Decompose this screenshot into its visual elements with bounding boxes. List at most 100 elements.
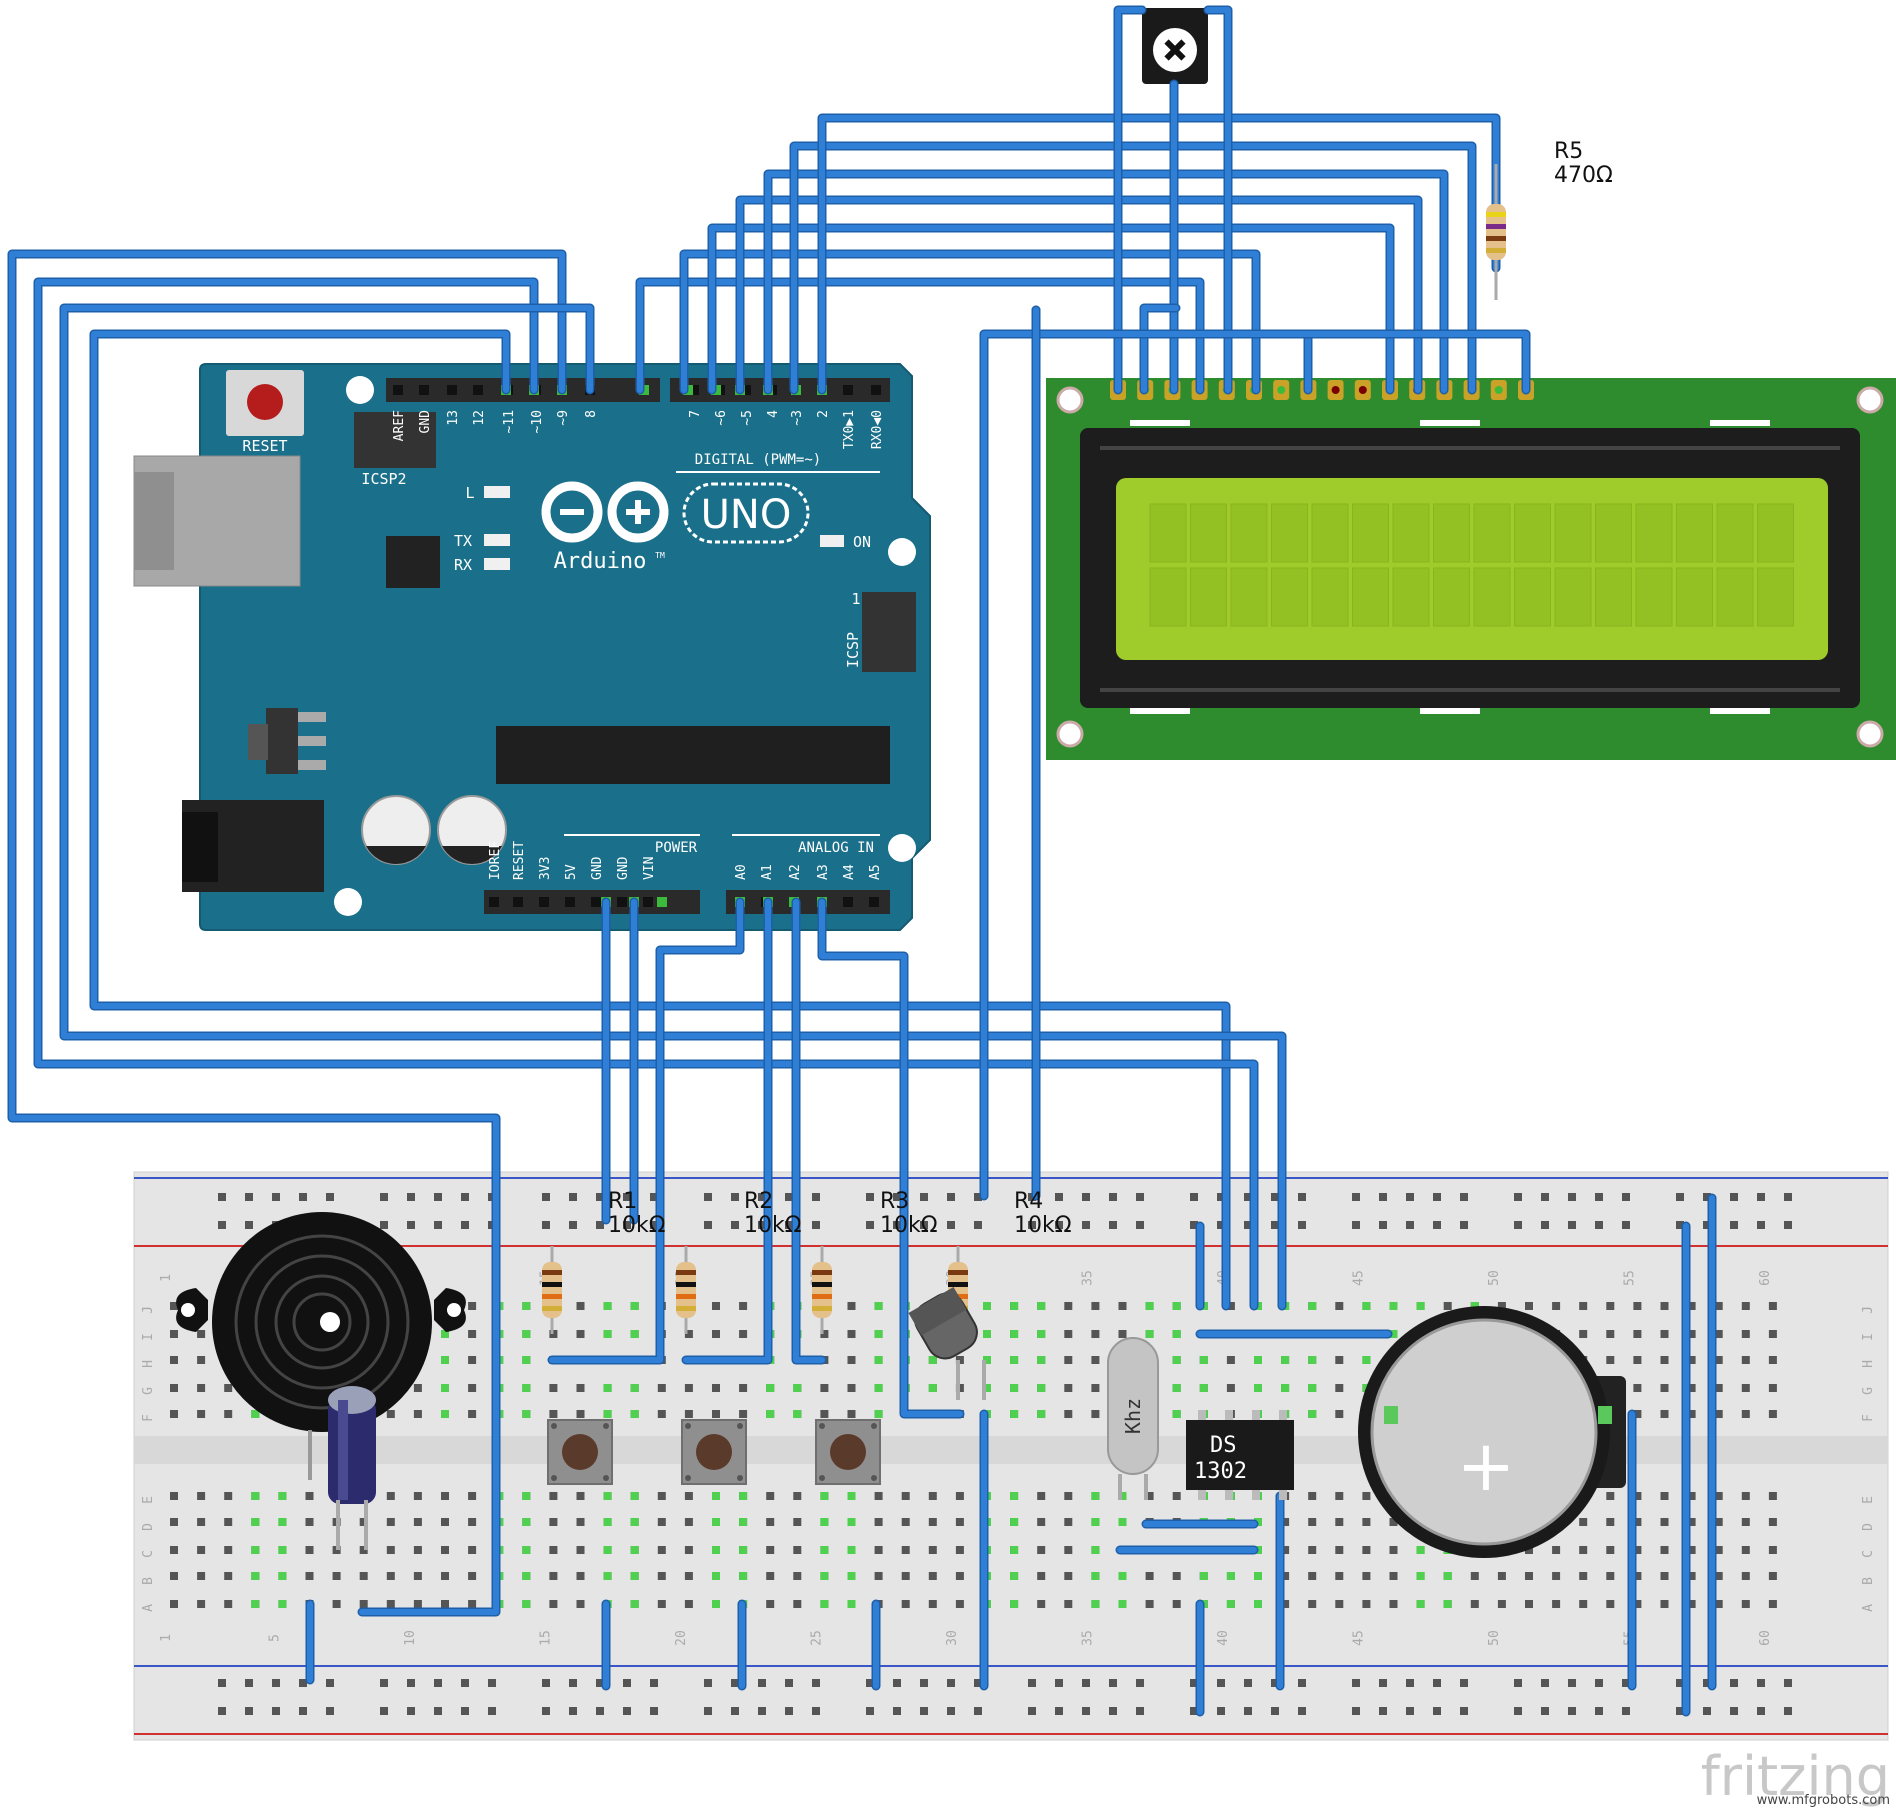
lcd-character-cells [1149, 503, 1794, 627]
lcd-cell [1757, 503, 1794, 563]
lcd-cell [1473, 567, 1511, 627]
hole [549, 1410, 558, 1418]
header-pin [539, 897, 549, 907]
hole [1633, 1410, 1642, 1418]
hole [1687, 1518, 1696, 1526]
hole [1606, 1330, 1615, 1338]
resistor-band [1486, 212, 1506, 217]
push-button-pin [685, 1475, 691, 1481]
hole-connected [630, 1410, 639, 1418]
fritzing-watermark: fritzing [1701, 1745, 1890, 1808]
rail-hole [947, 1193, 955, 1201]
hole-connected [847, 1546, 856, 1554]
hole-connected [603, 1302, 612, 1310]
hole [1660, 1302, 1669, 1310]
header-pin [843, 385, 853, 395]
rail-hole [704, 1707, 712, 1715]
hole [197, 1600, 206, 1608]
rail-hole [1703, 1707, 1711, 1715]
push-button-pin [819, 1475, 825, 1481]
row-letter: J [1861, 1306, 1876, 1314]
hole [1091, 1410, 1100, 1418]
column-number-bottom: 5 [267, 1634, 282, 1642]
mounting-hole [888, 834, 916, 862]
rail-hole [1055, 1707, 1063, 1715]
rail-hole [731, 1679, 739, 1687]
hole-connected [630, 1546, 639, 1554]
hole [793, 1492, 802, 1500]
column-number-top: 50 [1487, 1270, 1502, 1286]
rail-hole [866, 1707, 874, 1715]
hole [901, 1492, 910, 1500]
rail-hole [758, 1221, 766, 1229]
rail-hole [704, 1193, 712, 1201]
power-pin-label: IOREF [488, 841, 503, 880]
hole [1768, 1330, 1777, 1338]
hole [928, 1572, 937, 1580]
hole-connected [1118, 1572, 1127, 1580]
rail-hole [434, 1193, 442, 1201]
rail-hole [1271, 1707, 1279, 1715]
hole [197, 1492, 206, 1500]
digital-pin-label: RX0◀0 [870, 410, 885, 449]
rail-hole [1460, 1707, 1468, 1715]
hole-connected [1091, 1518, 1100, 1526]
rail-hole [1082, 1193, 1090, 1201]
hole [793, 1600, 802, 1608]
hole [820, 1410, 829, 1418]
rail-hole [407, 1707, 415, 1715]
row-letter: G [141, 1387, 156, 1395]
hole [1687, 1600, 1696, 1608]
lcd-cell [1716, 503, 1754, 563]
hole [955, 1572, 964, 1580]
hole-connected [847, 1572, 856, 1580]
temperature-sensor [908, 1287, 978, 1360]
wire [91, 331, 1229, 1309]
digital-pin-label: ~3 [790, 410, 805, 426]
rail-hole [218, 1221, 226, 1229]
hole [1768, 1600, 1777, 1608]
rail-hole [326, 1679, 334, 1687]
row-letter: G [1861, 1387, 1876, 1395]
hole-connected [1010, 1356, 1019, 1364]
hole [1633, 1492, 1642, 1500]
hole [1660, 1330, 1669, 1338]
push-button-cap [830, 1434, 866, 1470]
header-pin [473, 385, 483, 395]
hole-connected [1281, 1384, 1290, 1392]
rail-hole [1109, 1707, 1117, 1715]
rail-hole [731, 1193, 739, 1201]
rail-hole [272, 1679, 280, 1687]
chip-leg [1252, 1490, 1260, 1500]
ds1302-label-2: 1302 [1194, 1459, 1247, 1484]
lcd-cell [1311, 567, 1349, 627]
hole-connected [983, 1302, 991, 1310]
piezo-buzzer [176, 1212, 466, 1480]
rail-hole [218, 1679, 226, 1687]
hole-connected [1308, 1384, 1317, 1392]
hole [1633, 1356, 1642, 1364]
header-pin [591, 897, 601, 907]
hole-connected [1199, 1384, 1208, 1392]
credit-label: www.mfgrobots.com [1757, 1793, 1890, 1808]
rail-hole [1217, 1221, 1225, 1229]
rail-hole [1703, 1221, 1711, 1229]
resistor-band [676, 1294, 696, 1299]
wires [7, 5, 1717, 1717]
hole [359, 1572, 368, 1580]
hole-connected [603, 1330, 612, 1338]
rail-hole [1541, 1679, 1549, 1687]
header-pin [617, 897, 627, 907]
hole-connected [874, 1384, 883, 1392]
hole [1091, 1356, 1100, 1364]
wire [9, 251, 565, 1615]
hole [1687, 1492, 1696, 1500]
hole [413, 1410, 422, 1418]
power-pin-label: GND [590, 856, 605, 880]
rail-hole [1109, 1221, 1117, 1229]
battery-cell [1370, 1318, 1598, 1546]
hole [170, 1546, 178, 1554]
chip-leg [1252, 1410, 1260, 1420]
column-number-bottom: 35 [1080, 1630, 1095, 1646]
rail-hole [1217, 1707, 1225, 1715]
